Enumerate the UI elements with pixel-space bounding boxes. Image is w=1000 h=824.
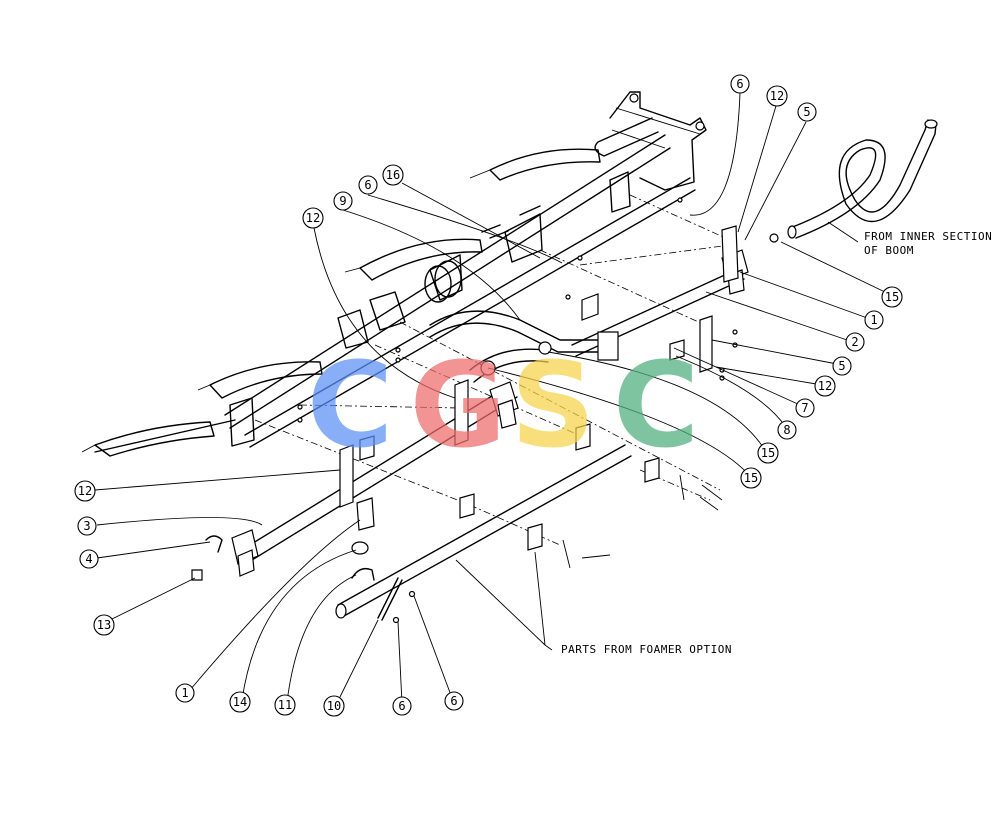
label-inner-section-line1: FROM INNER SECTION bbox=[864, 230, 992, 243]
svg-text:4: 4 bbox=[85, 552, 92, 566]
callout-6c: 6 bbox=[392, 696, 412, 716]
svg-text:12: 12 bbox=[306, 211, 320, 225]
svg-text:16: 16 bbox=[386, 168, 400, 182]
callout-12a: 12 bbox=[766, 85, 788, 107]
callout-9: 9 bbox=[333, 191, 353, 211]
svg-text:15: 15 bbox=[885, 290, 899, 304]
watermark-letter-c1: C bbox=[307, 336, 394, 474]
svg-text:6: 6 bbox=[736, 77, 743, 91]
callout-6a: 6 bbox=[730, 74, 750, 94]
callout-3: 3 bbox=[77, 516, 97, 536]
assembly-lines bbox=[254, 194, 731, 546]
watermark-logo: C G S C bbox=[307, 336, 700, 474]
callout-7: 7 bbox=[795, 398, 815, 418]
callout-14: 14 bbox=[229, 691, 251, 713]
svg-text:12: 12 bbox=[818, 379, 832, 393]
svg-text:10: 10 bbox=[327, 699, 341, 713]
svg-text:6: 6 bbox=[450, 694, 457, 708]
svg-text:3: 3 bbox=[83, 519, 90, 533]
watermark-letter-c2: C bbox=[613, 336, 700, 474]
callout-8: 8 bbox=[777, 420, 797, 440]
svg-text:6: 6 bbox=[398, 699, 405, 713]
svg-text:1: 1 bbox=[870, 313, 877, 327]
callouts: 6 12 5 16 6 9 12 15 1 2 5 12 7 8 15 15 1… bbox=[74, 74, 903, 717]
label-foamer-parts: PARTS FROM FOAMER OPTION bbox=[561, 643, 732, 656]
svg-text:15: 15 bbox=[744, 471, 758, 485]
svg-text:11: 11 bbox=[278, 698, 292, 712]
boom-frame bbox=[94, 91, 707, 453]
svg-text:8: 8 bbox=[783, 423, 790, 437]
callout-1a: 1 bbox=[864, 310, 884, 330]
leader-lines bbox=[94, 92, 888, 704]
callout-13: 13 bbox=[93, 614, 115, 636]
boom-shields bbox=[81, 148, 601, 457]
callout-6b: 6 bbox=[358, 175, 378, 195]
callout-1b: 1 bbox=[175, 683, 195, 703]
watermark-letter-s: S bbox=[511, 336, 596, 474]
svg-text:12: 12 bbox=[770, 89, 784, 103]
svg-text:6: 6 bbox=[364, 178, 371, 192]
callout-15c: 15 bbox=[740, 467, 762, 489]
callout-12d: 12 bbox=[74, 480, 96, 502]
callout-12b: 12 bbox=[302, 207, 324, 229]
svg-text:1: 1 bbox=[181, 686, 188, 700]
svg-text:5: 5 bbox=[803, 105, 810, 119]
callout-15b: 15 bbox=[757, 442, 779, 464]
callout-2: 2 bbox=[845, 332, 865, 352]
callout-5a: 5 bbox=[797, 102, 817, 122]
svg-text:2: 2 bbox=[851, 335, 858, 349]
callout-12c: 12 bbox=[814, 375, 836, 397]
spray-pipes bbox=[191, 197, 779, 624]
callout-4: 4 bbox=[79, 549, 99, 569]
coiled-hose bbox=[787, 119, 938, 239]
callout-6d: 6 bbox=[444, 691, 464, 711]
text-labels: FROM INNER SECTION OF BOOM PARTS FROM FO… bbox=[561, 230, 992, 656]
svg-text:7: 7 bbox=[801, 401, 808, 415]
label-inner-section-line2: OF BOOM bbox=[864, 244, 914, 257]
svg-text:13: 13 bbox=[97, 618, 111, 632]
callout-11: 11 bbox=[274, 694, 296, 716]
svg-text:5: 5 bbox=[838, 359, 845, 373]
svg-text:9: 9 bbox=[339, 194, 346, 208]
svg-text:14: 14 bbox=[233, 695, 247, 709]
callout-5b: 5 bbox=[832, 356, 852, 376]
callout-16: 16 bbox=[382, 164, 404, 186]
svg-text:12: 12 bbox=[78, 484, 92, 498]
svg-text:15: 15 bbox=[761, 446, 775, 460]
callout-15a: 15 bbox=[881, 286, 903, 308]
callout-10: 10 bbox=[323, 695, 345, 717]
watermark-letter-g: G bbox=[410, 336, 507, 474]
